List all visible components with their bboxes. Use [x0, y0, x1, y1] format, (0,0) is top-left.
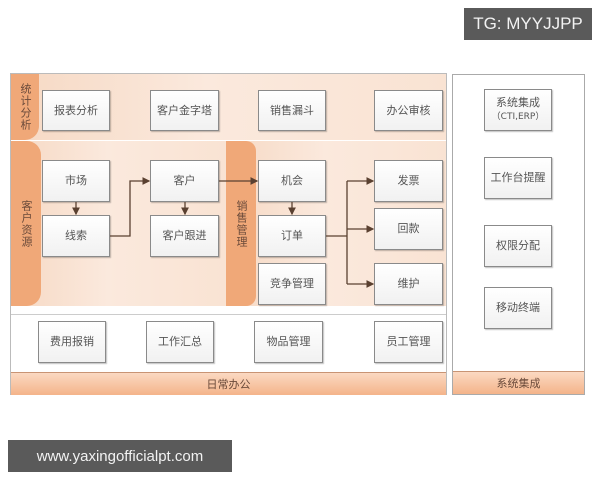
box-payment[interactable]: 回款	[374, 208, 443, 250]
box-system-integration[interactable]: 系统集成 （CTI,ERP）	[484, 89, 552, 131]
box-expense[interactable]: 费用报销	[38, 321, 106, 363]
box-permission[interactable]: 权限分配	[484, 225, 552, 267]
box-work-summary[interactable]: 工作汇总	[146, 321, 214, 363]
box-office-audit[interactable]: 办公审核	[374, 90, 443, 131]
box-staff-management[interactable]: 员工管理	[374, 321, 443, 363]
box-customer-followup[interactable]: 客户跟进	[150, 215, 219, 257]
box-competition[interactable]: 竞争管理	[258, 263, 326, 305]
box-workbench-reminder[interactable]: 工作台提醒	[484, 157, 552, 199]
box-customer[interactable]: 客户	[150, 160, 219, 202]
office-label: 日常办公	[11, 372, 446, 395]
watermark-top: TG: MYYJJPP	[464, 8, 592, 40]
box-maintenance[interactable]: 维护	[374, 263, 443, 305]
system-label: 系统集成	[453, 371, 584, 394]
box-item-management[interactable]: 物品管理	[254, 321, 323, 363]
customer-label: 客户资源	[11, 141, 41, 306]
box-opportunity[interactable]: 机会	[258, 160, 326, 202]
box-market[interactable]: 市场	[42, 160, 110, 202]
watermark-bottom: www.yaxingofficialpt.com	[8, 440, 232, 472]
box-order[interactable]: 订单	[258, 215, 326, 257]
sales-label: 销售管理	[226, 141, 256, 306]
box-sales-funnel[interactable]: 销售漏斗	[258, 90, 326, 131]
box-mobile[interactable]: 移动终端	[484, 287, 552, 329]
system-integration-sub: （CTI,ERP）	[491, 112, 545, 122]
box-invoice[interactable]: 发票	[374, 160, 443, 202]
stats-label: 统计分析	[11, 74, 39, 140]
box-report-analysis[interactable]: 报表分析	[42, 90, 110, 131]
system-integration-title: 系统集成	[496, 96, 540, 109]
box-lead[interactable]: 线索	[42, 215, 110, 257]
box-customer-pyramid[interactable]: 客户金字塔	[150, 90, 219, 131]
